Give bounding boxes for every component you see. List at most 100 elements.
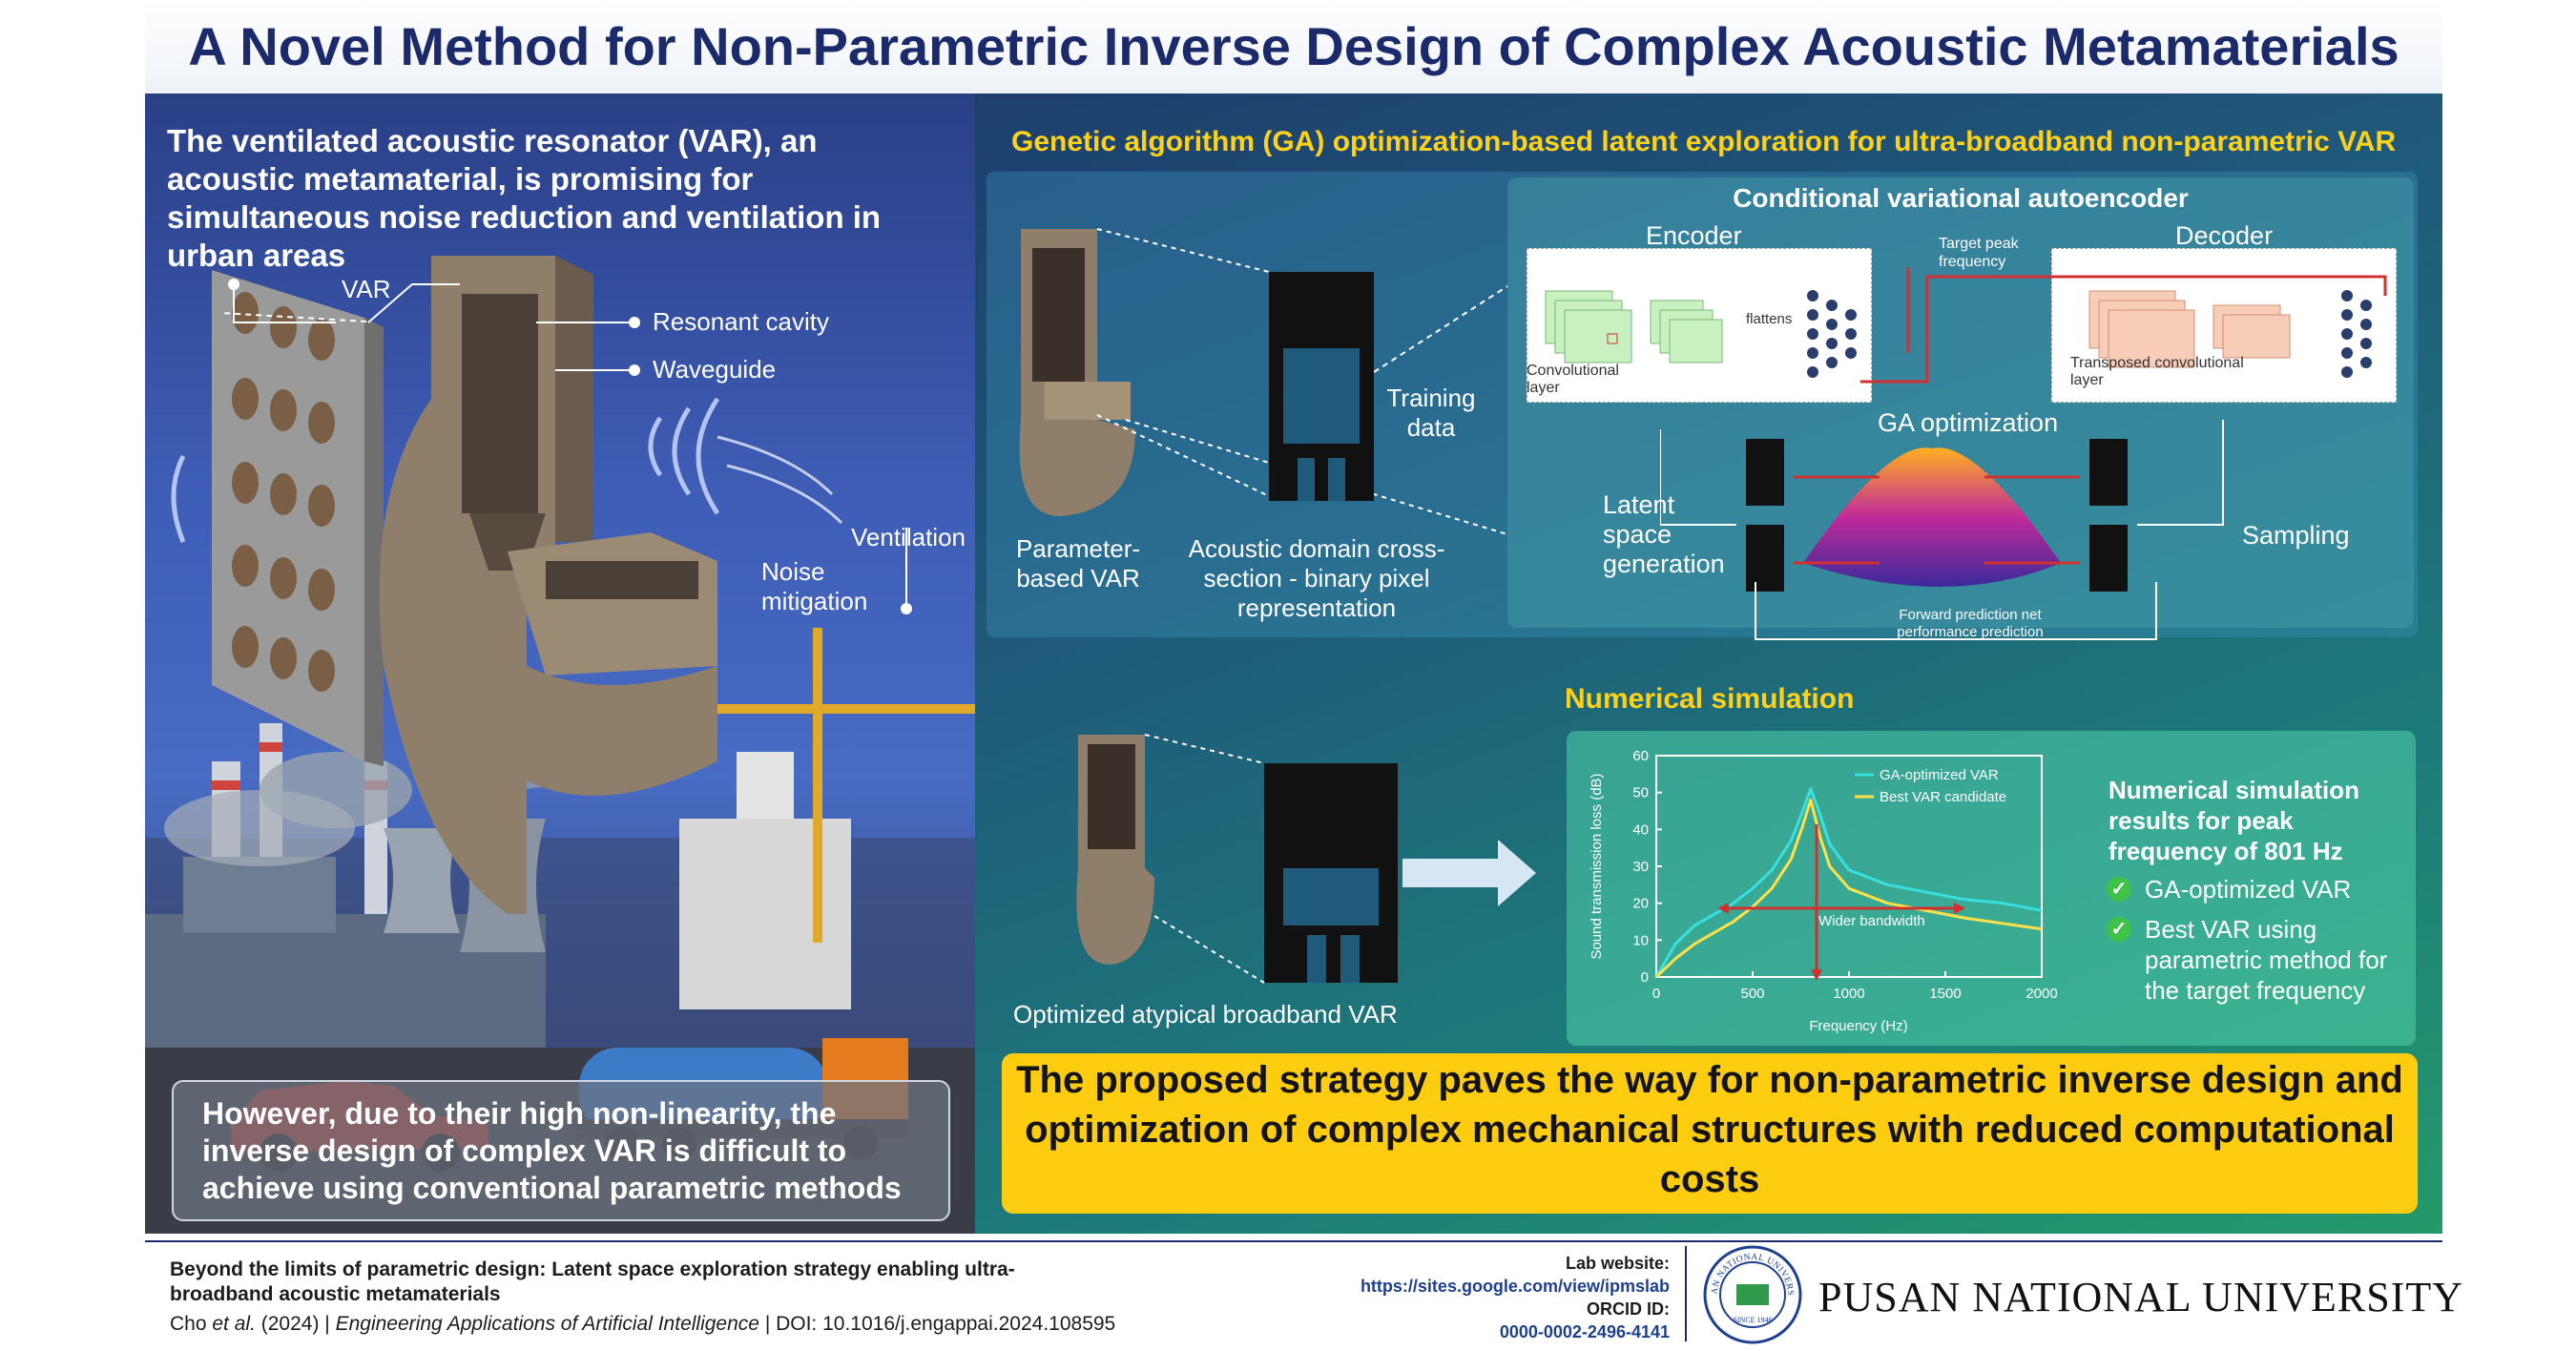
check-ga-optimized: ✓ GA-optimized VAR	[2107, 874, 2421, 904]
sampling-label: Sampling	[2242, 521, 2350, 550]
cavity-marker	[629, 317, 640, 328]
checkmark-icon: ✓	[2107, 877, 2131, 902]
y-tick-label: 10	[1632, 932, 1649, 948]
decoder-conv-layers	[2088, 290, 2291, 368]
chart-box	[1567, 731, 2416, 1046]
loop-arrows	[1660, 420, 2224, 640]
airflow-icon	[717, 435, 843, 525]
label-noise-mitigation: Noise mitigation	[761, 557, 868, 615]
sound-wave-icon	[171, 397, 720, 543]
leader-lines	[220, 283, 907, 609]
ga-optimization-label: GA optimization	[1878, 408, 2059, 437]
conv-layer-label: Convolutional layer	[1527, 363, 1619, 396]
forward-prediction-label: Forward prediction net performance predi…	[1897, 607, 2044, 640]
legend-ga-optimized: GA-optimized VAR	[1880, 767, 1999, 783]
citation-author: Cho	[170, 1313, 207, 1335]
y-tick-label: 50	[1632, 785, 1649, 801]
x-tick-label: 1000	[1833, 986, 1864, 1002]
x-tick-label: 0	[1652, 986, 1660, 1002]
y-tick-label: 40	[1632, 821, 1649, 838]
citation-etal: et al.	[212, 1313, 256, 1335]
orcid-link[interactable]: 0000-0002-2496-4141	[1499, 1322, 1670, 1341]
results-heading: Numerical simulation results for peak fr…	[2109, 776, 2359, 865]
svg-text:SINCE 1946: SINCE 1946	[1733, 1316, 1772, 1324]
left-bottom-text: However, due to their high non-linearity…	[202, 1096, 902, 1205]
cvae-network-diagram	[1545, 267, 2387, 384]
series-line-best-candidate	[1654, 798, 2043, 979]
binary-cross-section-cavity	[1283, 348, 1360, 501]
page-title: A Novel Method for Non-Parametric Invers…	[145, 0, 2442, 94]
y-tick-label: 60	[1632, 748, 1649, 764]
check-best-var: ✓ Best VAR using parametric method for t…	[2107, 914, 2421, 1006]
encoder-label: Encoder	[1646, 221, 1742, 250]
footer-divider	[1685, 1246, 1687, 1341]
latent-space-label: Latent space generation	[1603, 490, 1725, 578]
x-tick-label: 1500	[1929, 986, 1961, 1002]
orcid-label: ORCID ID:	[1587, 1299, 1670, 1319]
label-parameter-based-var: Parameter-based VAR	[1015, 534, 1141, 592]
decoder-neurons	[2341, 290, 2372, 378]
transposed-layer-label: Transposed convolutional layer	[2070, 355, 2244, 388]
crossover-arrows	[1794, 475, 2080, 565]
university-seal-icon: PUSAN NATIONAL UNIVERSITY SINCE 1946	[1700, 1242, 1802, 1344]
label-var: VAR	[342, 275, 391, 303]
var-cross-section-illustration	[379, 256, 717, 914]
flattens-label: flattens	[1746, 311, 1793, 327]
fitness-surface	[1803, 447, 2061, 587]
citation-doi: | DOI: 10.1016/j.engappai.2024.108595	[764, 1313, 1116, 1335]
var-marker	[228, 279, 239, 290]
optimized-var-label: Optimized atypical broadband VAR	[1013, 1000, 1398, 1029]
decoder-label: Decoder	[2175, 221, 2274, 250]
ventilation-marker	[901, 603, 912, 614]
left-heading: The ventilated acoustic resonator (VAR),…	[167, 123, 882, 273]
conclusion-text: The proposed strategy paves the way for …	[1016, 1059, 2403, 1200]
citation-journal: Engineering Applications of Artificial I…	[335, 1313, 759, 1335]
var-panel-illustration	[212, 270, 384, 766]
paper-title: Beyond the limits of parametric design: …	[170, 1258, 1015, 1305]
transmission-loss-chart: 0 10 20 30 40 50 60 0 500 1000 1500 2000 Wider ban…	[1589, 748, 2058, 1034]
ga-optimization-diagram	[1660, 420, 2224, 640]
y-tick-label: 20	[1632, 896, 1649, 912]
training-data-illustration	[1019, 228, 1508, 535]
arrow-right-icon	[1402, 840, 1536, 906]
dashed-guides	[1096, 228, 1508, 535]
x-tick-label: 500	[1740, 986, 1764, 1002]
lab-website-link[interactable]: https://sites.google.com/view/ipmslab	[1360, 1277, 1670, 1296]
wider-bandwidth-annotation: Wider bandwidth	[1717, 824, 1965, 981]
candidate-structures	[1746, 439, 2128, 592]
check-text-ga: GA-optimized VAR	[2145, 875, 2352, 904]
label-resonant-cavity: Resonant cavity	[653, 307, 829, 336]
latent-path-arrows	[1860, 267, 2387, 384]
label-acoustic-domain: Acoustic domain cross-section - binary p…	[1188, 534, 1445, 622]
left-bottom-callout	[172, 1080, 950, 1221]
label-waveguide: Waveguide	[653, 355, 777, 384]
citation-year: (2024) |	[260, 1313, 330, 1335]
university-name: PUSAN NATIONAL UNIVERSITY	[1818, 1274, 2464, 1320]
citation: Cho et al. (2024) | Engineering Applicat…	[170, 1313, 1115, 1336]
y-tick-label: 30	[1632, 859, 1649, 875]
series-line-ga-optimized	[1654, 787, 2043, 978]
legend-best-candidate: Best VAR candidate	[1880, 789, 2006, 805]
training-data-arrow	[1374, 285, 1508, 373]
label-training-data: Training data	[1386, 384, 1476, 442]
lab-website-label: Lab website:	[1565, 1254, 1670, 1273]
optimized-var-illustration	[1076, 734, 1536, 984]
chart-legend: GA-optimized VAR Best VAR candidate	[1855, 767, 2006, 805]
cvae-title: Conditional variational autoencoder	[1733, 183, 2189, 213]
label-ventilation: Ventilation	[851, 523, 966, 551]
parameter-var-illustration	[1019, 229, 1135, 516]
checkmark-icon: ✓	[2107, 917, 2131, 942]
x-tick-label: 2000	[2025, 986, 2057, 1002]
annotation-label: Wider bandwidth	[1818, 913, 1925, 929]
y-axis-label: Sound transmission loss (dB)	[1589, 773, 1605, 959]
y-tick-label: 0	[1641, 969, 1649, 986]
target-peak-label: Target peak frequency	[1939, 236, 2019, 270]
x-axis-label: Frequency (Hz)	[1809, 1018, 1907, 1034]
encoder-neurons	[1807, 290, 1857, 378]
encoder-conv-layers	[1545, 290, 1723, 364]
check-text-best: Best VAR using parametric method for the…	[2145, 915, 2388, 1005]
footer	[145, 1240, 2442, 1351]
waveguide-marker	[629, 364, 640, 376]
numerical-simulation-heading: Numerical simulation	[1565, 683, 1855, 715]
conclusion-box	[1002, 1053, 2418, 1214]
